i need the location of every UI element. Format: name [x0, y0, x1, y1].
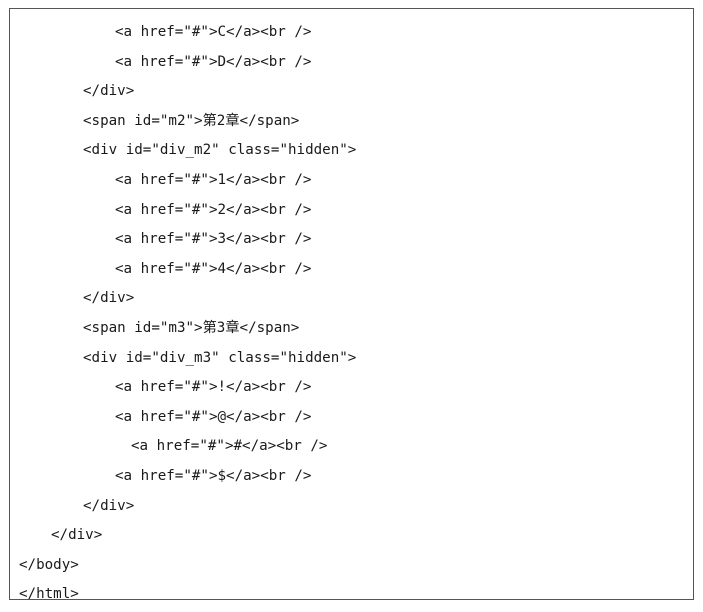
code-line: <div id="div_m2" class="hidden"> [10, 136, 693, 166]
code-line-text: <a href="#">1</a><br /> [115, 171, 312, 188]
code-line: <a href="#">!</a><br /> [10, 373, 693, 403]
code-line-text: </div> [51, 527, 103, 544]
code-line-text: <a href="#">C</a><br /> [115, 24, 312, 40]
code-line: </div> [10, 521, 693, 551]
code-line-text: </body> [19, 556, 79, 573]
code-line-text: <a href="#">4</a><br /> [115, 260, 312, 277]
code-line: </div> [10, 492, 693, 522]
code-line-text: <a href="#">!</a><br /> [115, 379, 312, 396]
code-line: <a href="#">D</a><br /> [10, 48, 693, 78]
code-line: <span id="m2">第2章</span> [10, 107, 693, 137]
code-line-text: <a href="#">$</a><br /> [115, 467, 312, 484]
code-line-text: <div id="div_m3" class="hidden"> [83, 349, 357, 366]
code-block: <a href="#">C</a><br /> <a href="#">D</a… [9, 8, 694, 600]
code-line-text: </div> [83, 497, 135, 514]
code-line-text: <a href="#">3</a><br /> [115, 231, 312, 248]
code-line-text: <span id="m3">第3章</span> [83, 319, 300, 336]
code-line-text: <a href="#">#</a><br /> [131, 438, 328, 455]
code-line: </div> [10, 77, 693, 107]
code-line-text: </html> [19, 586, 79, 600]
code-line: </body> [10, 551, 693, 581]
code-line-text: </div> [83, 290, 135, 307]
code-line-text: <span id="m2">第2章</span> [83, 112, 300, 129]
code-line: </div> [10, 284, 693, 314]
code-line: <a href="#">$</a><br /> [10, 462, 693, 492]
code-line: <a href="#">2</a><br /> [10, 196, 693, 226]
code-line: <span id="m3">第3章</span> [10, 314, 693, 344]
code-line: <a href="#">#</a><br /> [10, 432, 693, 462]
code-line: <a href="#">1</a><br /> [10, 166, 693, 196]
code-line-text: <a href="#">@</a><br /> [115, 408, 312, 425]
code-line: <a href="#">4</a><br /> [10, 255, 693, 285]
code-line-text: <a href="#">2</a><br /> [115, 201, 312, 218]
code-line: <div id="div_m3" class="hidden"> [10, 344, 693, 374]
code-line: <a href="#">@</a><br /> [10, 403, 693, 433]
code-lines: <a href="#">C</a><br /> <a href="#">D</a… [10, 18, 693, 600]
code-line-text: <a href="#">D</a><br /> [115, 53, 312, 70]
code-line: <a href="#">C</a><br /> [10, 18, 693, 48]
code-line-text: </div> [83, 83, 135, 100]
code-line: <a href="#">3</a><br /> [10, 225, 693, 255]
code-line-text: <div id="div_m2" class="hidden"> [83, 142, 357, 159]
code-line: </html> [10, 580, 693, 600]
